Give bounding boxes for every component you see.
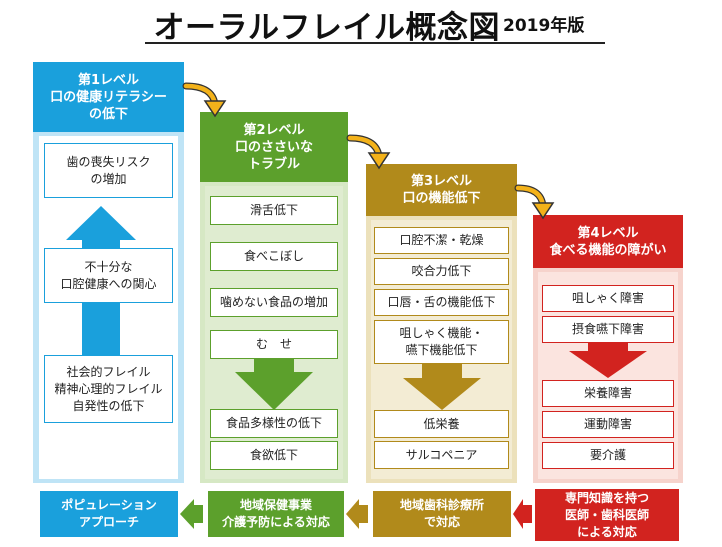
level4-item: 摂食嚥下障害 (542, 316, 674, 343)
level4-down-arrow (569, 341, 647, 378)
edition-year: 2019年版 (503, 16, 585, 36)
level2-item: 噛めない食品の増加 (210, 288, 338, 317)
level3-item: 低栄養 (374, 410, 509, 438)
level1-title-line: 第1レベル (77, 72, 140, 88)
level1-title-line: 口の健康リテラシー (50, 89, 167, 105)
title-underline (145, 42, 605, 44)
approach-arrow-4-to-3 (513, 499, 532, 529)
level1-item: 不十分な 口腔健康への関心 (44, 248, 173, 303)
approach-arrow-3-to-2 (346, 499, 368, 529)
level4-title-line: 食べる機能の障がい (549, 242, 667, 258)
level2-item: 食欲低下 (210, 441, 338, 470)
connector-2-to-3 (346, 134, 391, 170)
level3-item: 口唇・舌の機能低下 (374, 289, 509, 316)
page-title: オーラルフレイル概念図 (153, 10, 500, 46)
level3-header: 第3レベル 口の機能低下 (366, 164, 517, 216)
level2-down-arrow (235, 356, 313, 410)
connector-3-to-4 (514, 184, 555, 220)
level2-item: 食べこぼし (210, 242, 338, 271)
level3-item: サルコペニア (374, 441, 509, 469)
approach-arrow-2-to-1 (180, 499, 203, 529)
level1-title-line: の低下 (88, 106, 128, 122)
level3-item: 口腔不潔・乾燥 (374, 227, 509, 254)
level2-item: 滑舌低下 (210, 196, 338, 225)
level4-title-line: 第4レベル (577, 225, 639, 241)
level4-item: 栄養障害 (542, 380, 674, 407)
level4-item: 運動障害 (542, 411, 674, 438)
approach-level4: 専門知識を持つ 医師・歯科医師 による対応 (535, 489, 679, 541)
approach-level2: 地域保健事業 介護予防による対応 (208, 491, 344, 537)
approach-level3: 地域歯科診療所 で対応 (373, 491, 511, 537)
level3-item: 咬合力低下 (374, 258, 509, 285)
level2-title-line: トラブル (247, 156, 300, 172)
approach-level1: ポピュレーション アプローチ (40, 491, 178, 537)
level1-item: 歯の喪失リスク の増加 (44, 143, 173, 198)
level3-item: 咀しゃく機能・ 嚥下機能低下 (374, 320, 509, 364)
level4-item: 要介護 (542, 442, 674, 469)
level2-item: む せ (210, 330, 338, 359)
level3-down-arrow (403, 362, 481, 410)
level2-title-line: 第2レベル (243, 122, 305, 138)
level3-title-line: 口の機能低下 (402, 191, 481, 206)
level4-header: 第4レベル 食べる機能の障がい (533, 215, 683, 268)
level2-title-line: 口のささいな (234, 139, 313, 155)
level2-item: 食品多様性の低下 (210, 409, 338, 438)
level1-header: 第1レベル 口の健康リテラシー の低下 (33, 62, 184, 132)
level3-title-line: 第3レベル (410, 174, 473, 189)
level4-item: 咀しゃく障害 (542, 285, 674, 312)
connector-1-to-2 (182, 82, 227, 118)
level2-header: 第2レベル 口のささいな トラブル (200, 112, 348, 182)
level1-item: 社会的フレイル 精神心理的フレイル 自発性の低下 (44, 355, 173, 423)
